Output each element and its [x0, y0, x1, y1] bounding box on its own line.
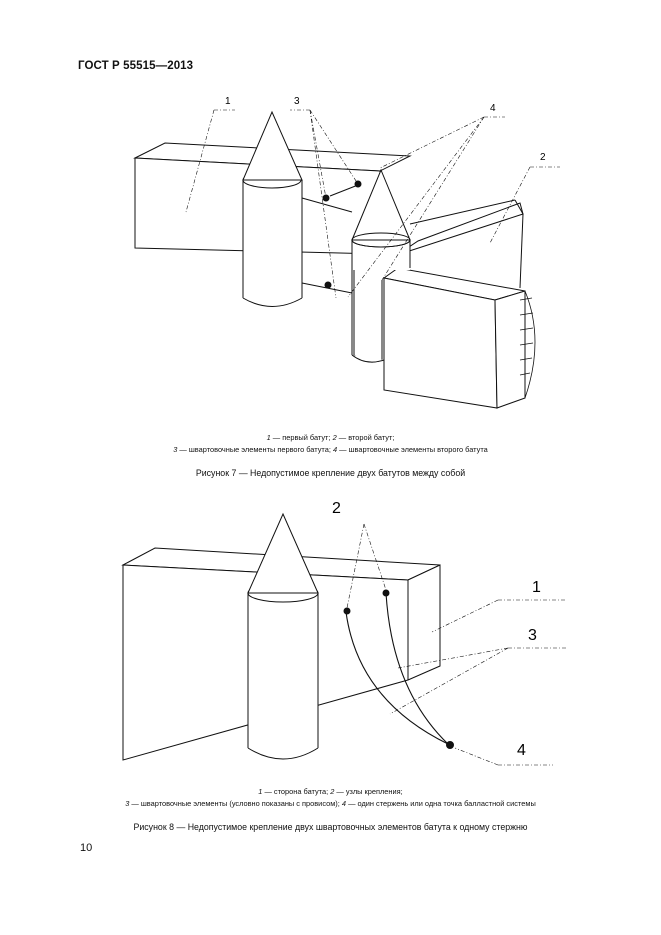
fig8-legend-text-1: — сторона батута;: [264, 787, 329, 796]
mooring-elements-1: [301, 180, 362, 294]
figure-7-legend: 1 — первый батут; 2 — второй батут; 3 — …: [0, 432, 661, 456]
fig7-label-3: 3: [294, 96, 300, 107]
tower: [247, 512, 319, 760]
fig7-legend-text-4: — швартовочные элементы второго батута: [339, 445, 488, 454]
fig7-legend-num-2: 2: [332, 433, 337, 442]
fig8-label-2: 2: [332, 500, 341, 517]
figure-8-legend: 1 — сторона батута; 2 — узлы крепления; …: [0, 786, 661, 810]
fig8-legend-num-2: 2: [330, 787, 335, 796]
mooring-elements: [345, 592, 449, 745]
fig8-legend-text-3: — швартовочные элементы (условно показан…: [131, 799, 340, 808]
tower-2: [351, 168, 411, 363]
fig8-legend-text-4: — один стержень или одна точка балластно…: [348, 799, 536, 808]
fig8-label-3: 3: [528, 627, 537, 644]
figure-7-drawing: 1 2 3 4: [0, 80, 661, 420]
fig7-label-1: 1: [225, 96, 231, 107]
fig7-legend-text-1: — первый батут;: [272, 433, 331, 442]
fig7-legend-text-2: — второй батут;: [338, 433, 395, 442]
fig7-legend-text-3: — швартовочные элементы первого батута;: [179, 445, 331, 454]
fig8-legend-num-4: 4: [341, 799, 346, 808]
fig7-label-4: 4: [490, 103, 496, 114]
document-header: ГОСТ Р 55515—2013: [78, 60, 194, 72]
leader-lines: [346, 523, 566, 766]
attachment-nodes: [343, 589, 454, 749]
fig8-legend-text-2: — узлы крепления;: [336, 787, 403, 796]
fig7-legend-num-3: 3: [173, 445, 178, 454]
figure-8-title: Рисунок 8 — Недопустимое крепление двух …: [133, 822, 528, 832]
figure-8-drawing: 2 1 3 4: [0, 490, 661, 780]
fig8-label-4: 4: [517, 742, 526, 759]
figure-7-title: Рисунок 7 — Недопустимое крепление двух …: [195, 468, 466, 478]
fig7-legend-num-4: 4: [332, 445, 338, 454]
leader-lines: [185, 109, 560, 299]
tower-1: [242, 110, 303, 307]
page-number: 10: [80, 842, 93, 854]
fig7-label-2: 2: [540, 152, 546, 163]
fig8-label-1: 1: [532, 579, 541, 596]
fig8-legend-num-1: 1: [258, 787, 263, 796]
trampoline-2-box: [382, 199, 536, 409]
fig8-legend-num-3: 3: [125, 799, 130, 808]
fig7-legend-num-1: 1: [266, 433, 271, 442]
